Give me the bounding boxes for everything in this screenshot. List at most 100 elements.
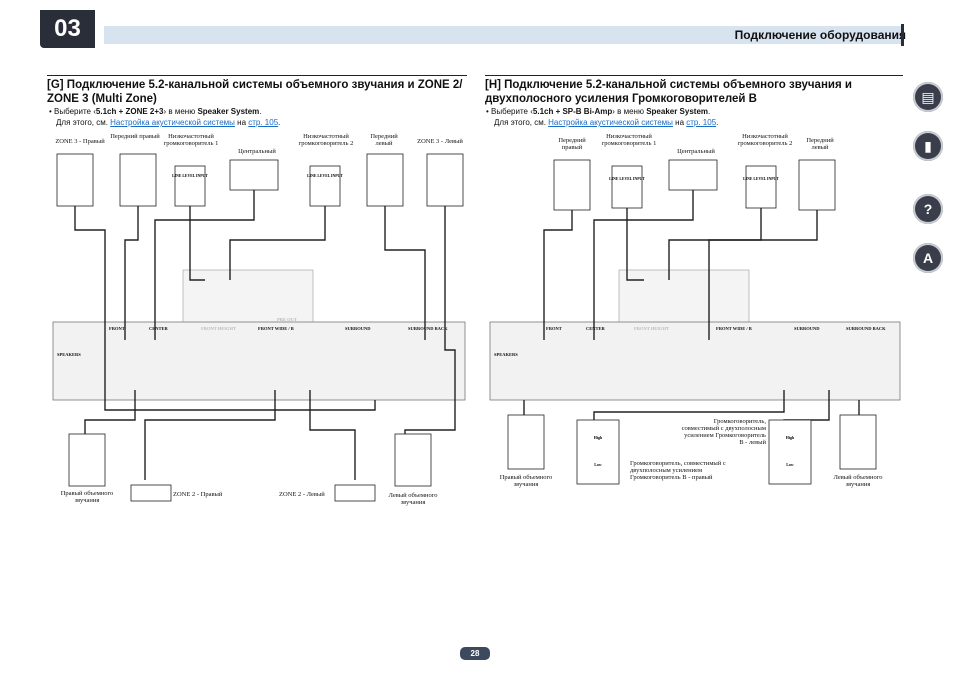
label-h-sub1: Низкочастотный громкоговоритель 1 xyxy=(601,133,657,147)
front-wide-label: FRONT WIDE / B xyxy=(258,326,294,331)
right-menu: Speaker System xyxy=(646,107,709,116)
h-speaker-panel xyxy=(489,321,901,401)
label-sub1: Низкочастотный громкоговоритель 1 xyxy=(163,133,219,147)
h-low-right: Low xyxy=(594,462,602,467)
h-wire-5 xyxy=(708,210,818,340)
right-page-link[interactable]: стр. 105 xyxy=(686,118,717,127)
left-bullet: • Выберите ‹5.1ch + ZONE 2+3› в меню Spe… xyxy=(49,107,262,116)
label-sub2: Низкочастотный громкоговоритель 2 xyxy=(298,133,354,147)
speaker-zone3-right xyxy=(56,153,94,207)
h-line-level-2: LINE LEVEL INPUT xyxy=(743,177,779,181)
label-zone3-right: ZONE 3 - Правый xyxy=(55,138,105,145)
label-h-front-left: Передний левый xyxy=(806,137,834,151)
remote-icon[interactable]: ▮ xyxy=(913,131,943,161)
label-zone3-left: ZONE 3 - Левый xyxy=(417,138,463,145)
diagram-g: ZONE 3 - Правый Передний правый Низкочас… xyxy=(52,133,466,506)
speaker-zone3-left xyxy=(426,153,464,207)
speaker-center xyxy=(229,159,279,191)
h-speaker-surround-right xyxy=(507,414,545,470)
line-level-1: LINE LEVEL INPUT xyxy=(172,174,208,178)
h-low-left: Low xyxy=(786,462,794,467)
header-band xyxy=(104,26,904,44)
h-center-label: CENTER xyxy=(586,326,606,331)
surround-label: SURROUND xyxy=(345,326,371,331)
surround-back-label: SURROUND BACK xyxy=(408,326,448,331)
h-subwoofer-2 xyxy=(745,165,777,209)
subwoofer-1 xyxy=(174,165,206,207)
h-speaker-front-right xyxy=(553,159,591,211)
front-label: FRONT xyxy=(109,326,125,331)
header-band-end xyxy=(901,24,904,46)
label-h-front-right: Передний правый xyxy=(558,137,586,151)
left-menu: Speaker System xyxy=(197,107,260,116)
label-surround-left: Левый объемного звучания xyxy=(388,492,438,506)
subwoofer-2 xyxy=(309,165,341,207)
speaker-panel xyxy=(52,321,466,401)
right-setup-link[interactable]: Настройка акустической системы xyxy=(548,118,673,127)
preout-panel xyxy=(182,269,314,326)
wire-2 xyxy=(124,206,139,340)
speakers-label: SPEAKERS xyxy=(57,352,81,357)
label-h-sub2: Низкочастотный громкоговоритель 2 xyxy=(737,133,793,147)
left-heading: [G] Подключение 5.2-канальной системы об… xyxy=(47,78,477,106)
left-rule xyxy=(47,75,467,76)
left-option: 5.1ch + ZONE 2+3 xyxy=(95,107,164,116)
left-see-also: Для этого, см. Настройка акустической си… xyxy=(56,118,281,127)
section-title: Подключение оборудования xyxy=(734,28,906,42)
h-wire-4 xyxy=(668,208,762,280)
label-front-right: Передний правый xyxy=(110,133,160,140)
speaker-front-right xyxy=(119,153,157,207)
wire-6 xyxy=(384,206,426,340)
label-h-surround-right: Правый объемного звучания xyxy=(499,474,553,488)
h-front-wide-label: FRONT WIDE / B xyxy=(716,326,752,331)
left-page-link[interactable]: стр. 105 xyxy=(248,118,279,127)
chapter-number: 03 xyxy=(40,10,95,48)
line-level-2: LINE LEVEL INPUT xyxy=(307,174,343,178)
h-surround-back-label: SURROUND BACK xyxy=(846,326,886,331)
h-wire-2 xyxy=(626,208,644,281)
front-height-label: FRONT HEIGHT xyxy=(201,326,236,331)
wire-5 xyxy=(229,206,326,280)
label-center: Центральный xyxy=(238,148,276,155)
h-front-label: FRONT xyxy=(546,326,562,331)
question-icon[interactable]: ? xyxy=(913,194,943,224)
speaker-zone2-right xyxy=(130,484,172,502)
h-preout-panel xyxy=(618,269,750,326)
right-heading-line2: двухполосного усиления Громкоговорителей… xyxy=(485,93,757,105)
right-option: 5.1ch + SP-B Bi-Amp xyxy=(532,107,613,116)
h-high-right: High xyxy=(594,435,603,440)
left-heading-line2: ZONE 3 (Multi Zone) xyxy=(47,93,157,105)
h-speaker-center xyxy=(668,159,718,191)
wire-10 xyxy=(309,390,356,480)
abc-icon[interactable]: A xyxy=(913,243,943,273)
h-subwoofer-1 xyxy=(611,165,643,209)
h-biamp-left xyxy=(768,419,812,485)
wire-3 xyxy=(189,206,205,281)
speaker-zone2-left xyxy=(334,484,376,502)
book-icon[interactable]: ▤ xyxy=(913,82,943,112)
left-heading-line1: [G] Подключение 5.2-канальной системы об… xyxy=(47,79,463,91)
speaker-surround-right xyxy=(68,433,106,487)
wire-9 xyxy=(144,390,276,480)
right-see-also: Для этого, см. Настройка акустической си… xyxy=(494,118,719,127)
label-zone2-left: ZONE 2 - Левый xyxy=(279,491,325,498)
label-zone2-right: ZONE 2 - Правый xyxy=(173,491,223,498)
diagram-h: Передний правый Низкочастотный громкогов… xyxy=(489,133,901,488)
h-speakers-label: SPEAKERS xyxy=(494,352,518,357)
h-wire-1 xyxy=(543,210,573,340)
center-label: CENTER xyxy=(149,326,169,331)
label-h-biamp-left: Громкоговоритель, совместимый с двухполо… xyxy=(681,418,766,446)
label-h-biamp-right: Громкоговоритель, совместимый с двухполо… xyxy=(630,460,726,481)
label-front-left: Передний левый xyxy=(370,133,398,147)
wire-4 xyxy=(154,190,255,340)
h-speaker-front-left xyxy=(798,159,836,211)
speaker-surround-left xyxy=(394,433,432,487)
preout-label: PRE OUT xyxy=(277,317,297,322)
h-front-height-label: FRONT HEIGHT xyxy=(634,326,669,331)
page-number: 28 xyxy=(460,647,490,660)
right-bullet: • Выберите ‹5.1ch + SP-B Bi-Amp› в меню … xyxy=(486,107,711,116)
wire-1 xyxy=(74,206,376,411)
h-high-left: High xyxy=(786,435,795,440)
speaker-front-left xyxy=(366,153,404,207)
left-setup-link[interactable]: Настройка акустической системы xyxy=(110,118,235,127)
